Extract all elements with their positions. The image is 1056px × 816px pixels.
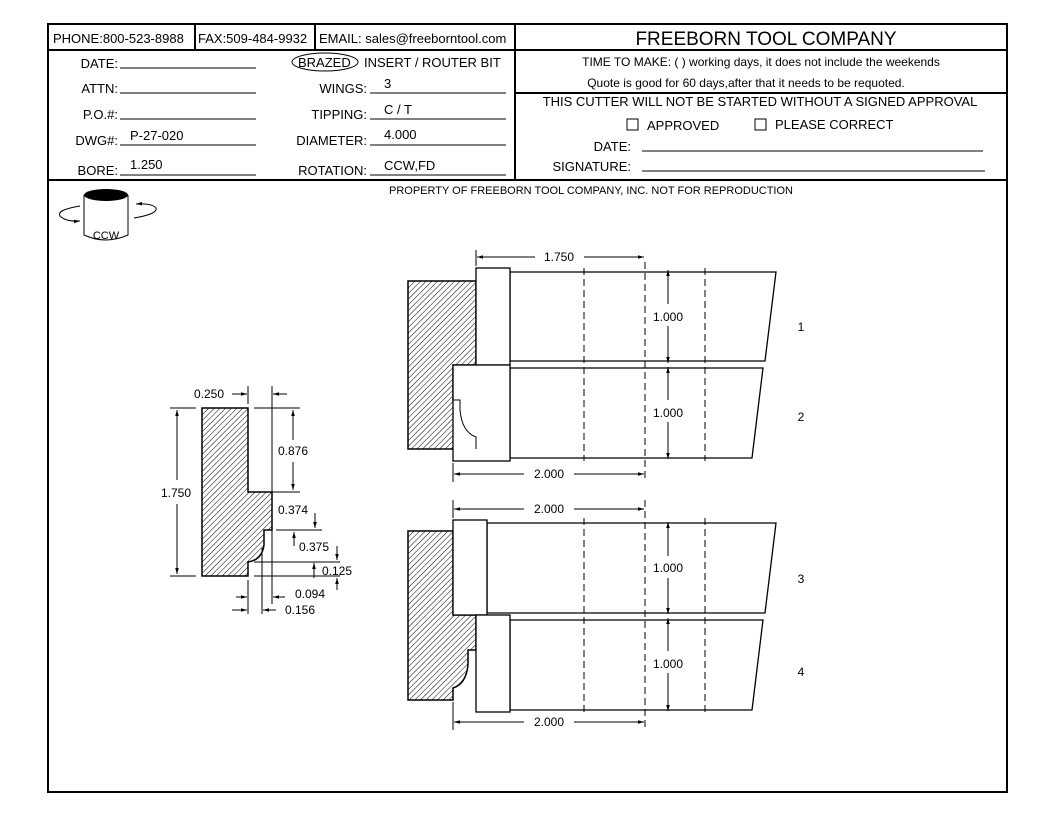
attn-label: ATTN:: [81, 81, 118, 96]
knife-number-1: 1: [798, 320, 805, 334]
po-label: P.O.#:: [83, 107, 118, 122]
knife-1-blade: [509, 271, 777, 362]
rotation-value[interactable]: CCW,FD: [384, 158, 435, 173]
dim-0375: 0.375: [299, 540, 329, 554]
profile-drawing: 1.750 0.250 0.876 0.374 0.375 0.125 0.09…: [161, 386, 352, 617]
dim-top-2000: 2.000: [534, 467, 564, 481]
dim-knife4-height: 1.000: [653, 657, 683, 671]
tipping-value[interactable]: C / T: [384, 102, 412, 117]
dim-lower-top-2000: 2.000: [534, 502, 564, 516]
dwg-value[interactable]: P-27-020: [130, 128, 183, 143]
rotation-label: ROTATION:: [298, 163, 367, 178]
approval-warning: THIS CUTTER WILL NOT BE STARTED WITHOUT …: [543, 94, 978, 109]
dim-0156: 0.156: [285, 603, 315, 617]
approval-date-label: DATE:: [594, 139, 631, 154]
knife-4-blade: [509, 619, 764, 711]
diameter-label: DIAMETER:: [296, 133, 367, 148]
fax-number: FAX:509-484-9932: [198, 31, 307, 46]
dim-knife3-height: 1.000: [653, 561, 683, 575]
dim-0250: 0.250: [194, 387, 224, 401]
dim-lower-bottom-2000: 2.000: [534, 715, 564, 729]
signature-label: SIGNATURE:: [553, 159, 632, 174]
please-correct-label: PLEASE CORRECT: [775, 117, 894, 132]
middle-form-fields: BRAZED INSERT / ROUTER BIT WINGS: 3 TIPP…: [291, 52, 506, 178]
dim-top-1750: 1.750: [544, 250, 574, 264]
dwg-label: DWG#:: [75, 133, 118, 148]
knife-2-blade: [509, 367, 764, 459]
dim-0125: 0.125: [322, 564, 352, 578]
date-label: DATE:: [81, 56, 118, 71]
bore-value[interactable]: 1.250: [130, 157, 163, 172]
type-options: INSERT / ROUTER BIT: [364, 55, 501, 70]
ccw-label: CCW: [93, 230, 120, 242]
type-brazed[interactable]: BRAZED: [298, 55, 351, 70]
please-correct-checkbox[interactable]: [754, 118, 767, 131]
diameter-value[interactable]: 4.000: [384, 127, 417, 142]
reproduction-notice: PROPERTY OF FREEBORN TOOL COMPANY, INC. …: [389, 185, 793, 197]
knife-3-blade: [486, 522, 777, 614]
cutter-view-bottom: 2.000 2.000 1.000 1.000 3 4: [407, 500, 805, 730]
knife-number-3: 3: [798, 572, 805, 586]
dim-0374: 0.374: [278, 503, 308, 517]
dim-knife1-height: 1.000: [653, 310, 683, 324]
time-to-make: TIME TO MAKE: ( ) working days, it does …: [582, 55, 940, 69]
left-form-fields: DATE: ATTN: P.O.#: DWG#: P-27-020 BORE: …: [75, 56, 256, 178]
approved-checkbox[interactable]: [626, 118, 639, 131]
bore-label: BORE:: [78, 163, 118, 178]
email-address: EMAIL: sales@freeborntool.com: [319, 31, 506, 46]
dim-1750: 1.750: [161, 486, 191, 500]
tipping-label: TIPPING:: [311, 107, 367, 122]
brazed-selected-circle: [291, 52, 359, 72]
approval-section: TIME TO MAKE: ( ) working days, it does …: [543, 55, 985, 174]
company-name: FREEBORN TOOL COMPANY: [635, 29, 896, 50]
approved-label: APPROVED: [647, 118, 719, 133]
dim-0094: 0.094: [295, 587, 325, 601]
wings-label: WINGS:: [319, 81, 367, 96]
sheet-border: [47, 23, 1008, 793]
quote-note: Quote is good for 60 days,after that it …: [587, 76, 905, 90]
phone-number: PHONE:800-523-8988: [53, 31, 184, 46]
knife-number-4: 4: [798, 665, 805, 679]
ccw-rotation-icon: CCW: [58, 189, 157, 242]
dim-knife2-height: 1.000: [653, 406, 683, 420]
knife-number-2: 2: [798, 410, 805, 424]
cutter-view-top: 1.750 2.000 1.000 1.000 1 2: [407, 250, 805, 482]
dim-0876: 0.876: [278, 444, 308, 458]
wings-value[interactable]: 3: [384, 76, 391, 91]
